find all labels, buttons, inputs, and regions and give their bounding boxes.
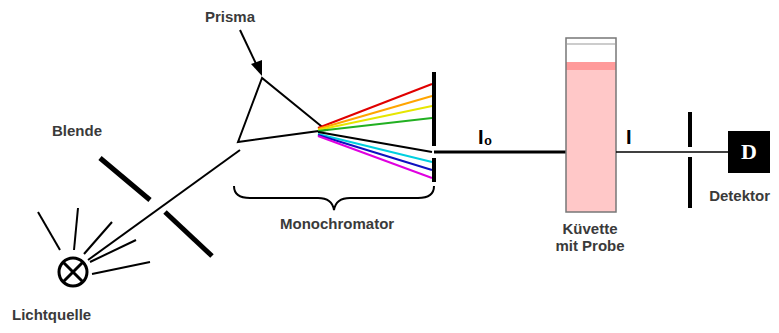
light-rays (38, 150, 240, 274)
detector-slit (688, 112, 692, 208)
part-label: Blende (52, 122, 102, 139)
pointer-head (251, 60, 262, 76)
detector-label: Detektor (709, 187, 770, 204)
beam (434, 151, 566, 154)
part-label: Lichtquelle (12, 306, 91, 323)
part-label: I (626, 126, 632, 149)
lamp-symbol (59, 258, 87, 286)
part-label: Monochromator (280, 215, 394, 232)
spectrum (318, 84, 432, 178)
part-label: Prisma (205, 8, 255, 25)
aperture (100, 158, 212, 256)
bracket (234, 186, 434, 210)
part-label: Küvette mit Probe (552, 220, 628, 255)
cuvette (566, 38, 616, 212)
beam (616, 151, 728, 153)
detector-symbol: D (741, 139, 757, 165)
exit-slit (432, 72, 436, 182)
prism-pointer (240, 30, 258, 68)
prism (238, 78, 326, 142)
part-label: I₀ (478, 126, 493, 149)
detector-box: DDetektor (728, 131, 770, 173)
